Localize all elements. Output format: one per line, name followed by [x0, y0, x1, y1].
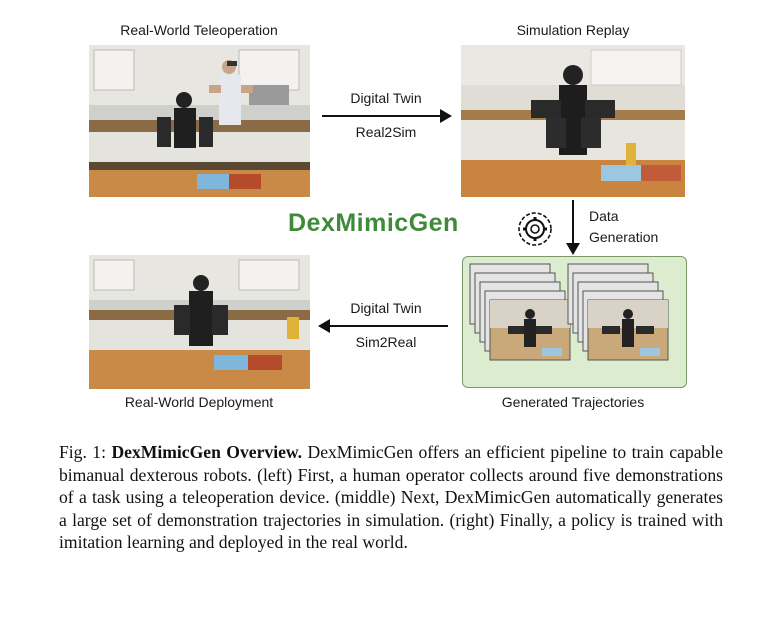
arrow-left [328, 325, 448, 327]
replay-label: Simulation Replay [516, 22, 630, 38]
caption-title: DexMimicGen Overview. [111, 442, 303, 462]
arrow-top-line2: Real2Sim [355, 124, 417, 140]
replay-photo [461, 45, 685, 197]
arrow-right [322, 115, 446, 117]
method-name: DexMimicGen [288, 209, 459, 237]
arrow-down-head [566, 243, 580, 255]
generated-label: Generated Trajectories [501, 394, 645, 410]
deploy-photo [89, 255, 310, 389]
arrow-down [572, 200, 574, 245]
arrow-top-line1: Digital Twin [350, 90, 422, 106]
arrow-bottom-line1: Digital Twin [350, 300, 422, 316]
gear-icon [518, 212, 552, 246]
caption-body: DexMimicGen offers an efficient pipeline… [59, 442, 723, 553]
gen-label-line2: Generation [589, 229, 659, 245]
teleop-label: Real-World Teleoperation [120, 22, 278, 38]
teleop-photo [89, 45, 310, 197]
trajectory-stacks [469, 263, 669, 361]
caption-prefix: Fig. 1: [59, 442, 106, 462]
arrow-bottom-line2: Sim2Real [355, 334, 417, 350]
deploy-label: Real-World Deployment [124, 394, 274, 410]
arrow-right-head [440, 109, 452, 123]
arrow-left-head [318, 319, 330, 333]
figure-caption: Fig. 1: DexMimicGen Overview. DexMimicGe… [59, 441, 723, 554]
gen-label-line1: Data [589, 208, 619, 224]
